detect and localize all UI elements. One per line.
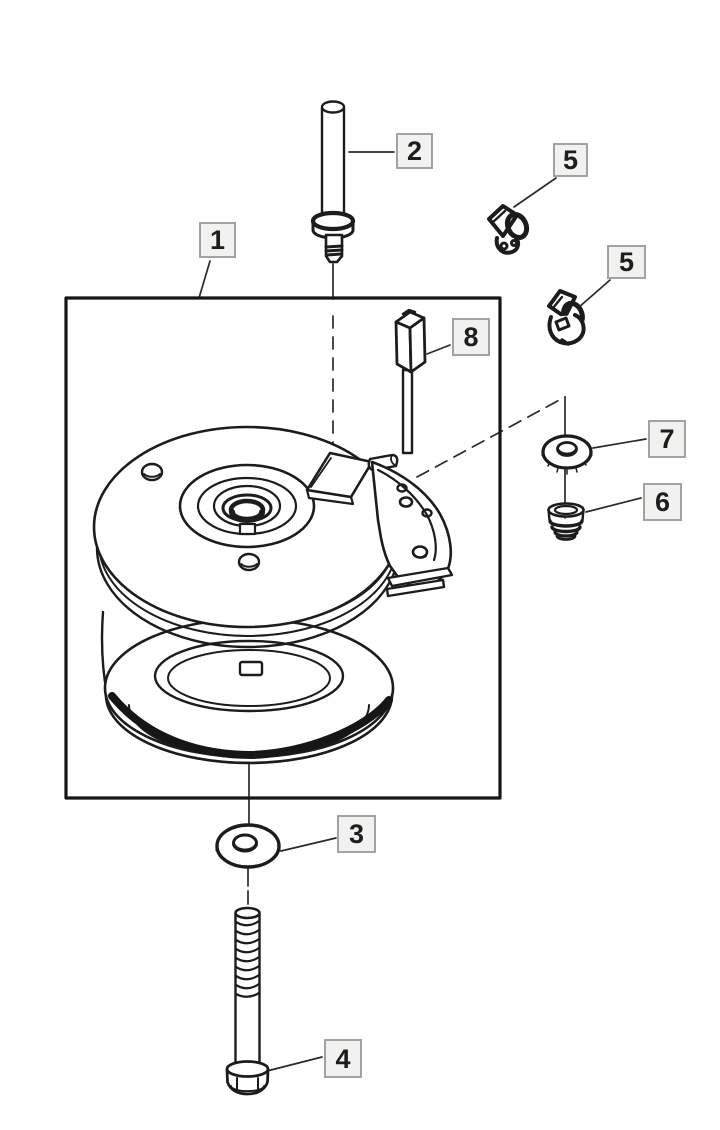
leader-4 [266,1056,323,1072]
part-clip-a-drawing [487,204,530,255]
leader-5b [577,279,611,309]
part-pin-drawing [310,100,356,264]
leader-6 [585,497,642,513]
leader-1 [198,260,211,299]
callout-4: 4 [324,1039,362,1078]
callout-6: 6 [643,483,682,521]
leader-7 [592,438,647,449]
leader-5a [513,177,557,208]
callout-7: 7 [648,420,686,458]
callout-2: 2 [396,133,433,169]
part-plug-drawing [547,502,585,541]
leader-8 [426,344,451,355]
callout-5a: 5 [553,143,588,177]
part-bolt-drawing [225,906,270,1096]
callout-3: 3 [337,815,376,853]
part-washer-upper-drawing [541,434,593,475]
leader-lines [198,151,647,1072]
leader-3 [280,837,337,852]
callout-8: 8 [452,318,490,356]
clutch-assembly-drawing [92,425,454,765]
part-clip-b-drawing [547,289,586,346]
assembly-box-outline [64,296,502,800]
callout-5b: 5 [607,245,646,279]
callout-1: 1 [199,222,236,258]
part-connector-drawing [394,308,427,455]
part-washer-lower-drawing [215,823,281,869]
